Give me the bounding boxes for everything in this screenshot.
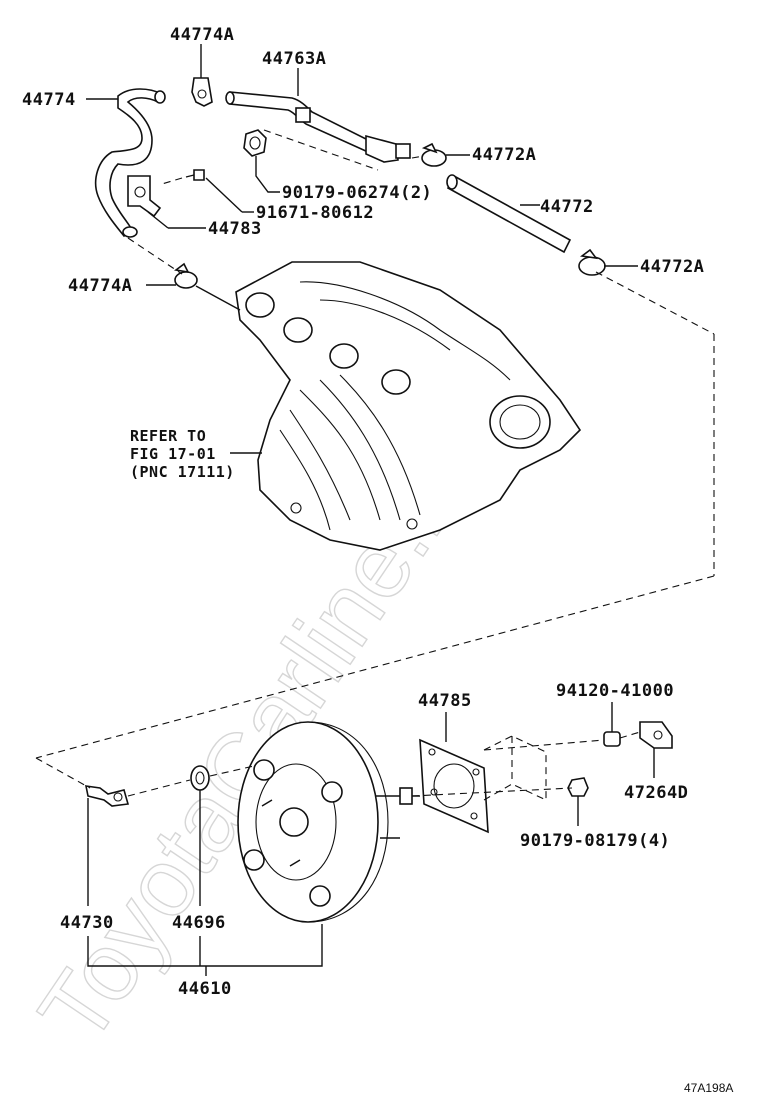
label-90179-08179[interactable]: 90179-08179(4) bbox=[520, 831, 670, 851]
label-44774[interactable]: 44774 bbox=[22, 90, 76, 110]
nut-94120-41000 bbox=[603, 731, 621, 747]
brake-booster-44610 bbox=[237, 721, 420, 923]
clamp-44774A-mid bbox=[174, 262, 198, 289]
pipe-44763A bbox=[225, 91, 411, 163]
gasket-44785 bbox=[419, 738, 489, 834]
clamp-44772A-lower bbox=[578, 248, 606, 276]
label-94120-41000[interactable]: 94120-41000 bbox=[556, 681, 674, 701]
label-90179-06274[interactable]: 90179-06274(2) bbox=[282, 183, 432, 203]
intake-manifold bbox=[235, 261, 582, 551]
label-44774A-mid[interactable]: 44774A bbox=[68, 276, 132, 296]
figure-id: 47A198A bbox=[684, 1081, 733, 1095]
bracket-47264D bbox=[639, 721, 673, 749]
reference-line-2[interactable]: FIG 17-01 bbox=[130, 445, 216, 463]
clip-44783 bbox=[127, 175, 162, 218]
leader-lines bbox=[86, 44, 655, 976]
label-47264D[interactable]: 47264D bbox=[624, 783, 688, 803]
hose-44774 bbox=[94, 88, 166, 238]
routing-lines bbox=[35, 129, 715, 797]
label-91671-80612[interactable]: 91671-80612 bbox=[256, 203, 374, 223]
reference-line-3: (PNC 17111) bbox=[130, 463, 235, 481]
label-44772[interactable]: 44772 bbox=[540, 197, 594, 217]
grommet-44696 bbox=[190, 765, 210, 791]
label-44610[interactable]: 44610 bbox=[178, 979, 232, 999]
nut-90179-06274 bbox=[243, 129, 267, 157]
label-44774A-top[interactable]: 44774A bbox=[170, 25, 234, 45]
label-44785[interactable]: 44785 bbox=[418, 691, 472, 711]
label-44763A[interactable]: 44763A bbox=[262, 49, 326, 69]
reference-line-1: REFER TO bbox=[130, 427, 206, 445]
label-44772A-upper[interactable]: 44772A bbox=[472, 145, 536, 165]
label-44783[interactable]: 44783 bbox=[208, 219, 262, 239]
reference-note: REFER TO FIG 17-01 (PNC 17111) bbox=[130, 427, 235, 481]
check-valve-44730 bbox=[84, 785, 130, 807]
label-44696[interactable]: 44696 bbox=[172, 913, 226, 933]
label-44772A-lower[interactable]: 44772A bbox=[640, 257, 704, 277]
part-labels: 44774A 44763A 44774 44772A 90179-06274(2… bbox=[22, 25, 704, 999]
bolt-91671-80612 bbox=[185, 169, 205, 181]
label-44730[interactable]: 44730 bbox=[60, 913, 114, 933]
clamp-44772A-upper bbox=[421, 142, 447, 167]
hose-44772 bbox=[446, 174, 572, 254]
clamp-44774A-top bbox=[191, 77, 213, 107]
nut-90179-08179 bbox=[567, 777, 589, 797]
